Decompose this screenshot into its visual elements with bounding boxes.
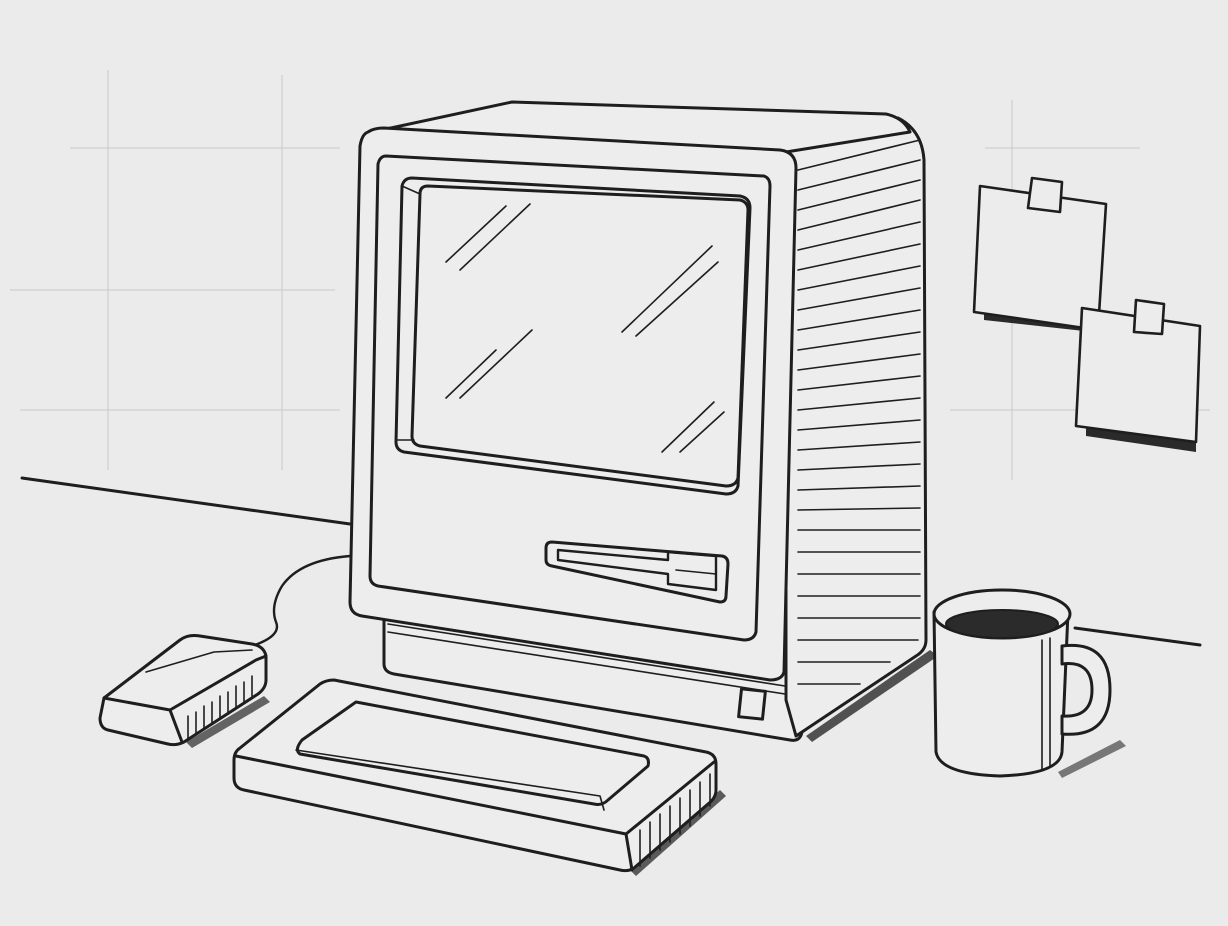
coffee-mug bbox=[932, 588, 1126, 778]
mouse bbox=[98, 634, 270, 748]
computer-base bbox=[382, 620, 804, 742]
keyboard bbox=[232, 678, 726, 876]
computer-shadow bbox=[806, 650, 938, 742]
mouse-cable bbox=[212, 554, 352, 656]
desk-edge bbox=[20, 476, 1202, 647]
floppy-drive-slot bbox=[544, 540, 730, 604]
sticky-note-upper bbox=[972, 176, 1108, 332]
computer-screen bbox=[394, 176, 752, 496]
sticky-note-lower bbox=[1074, 298, 1202, 452]
computer-side bbox=[784, 116, 928, 738]
